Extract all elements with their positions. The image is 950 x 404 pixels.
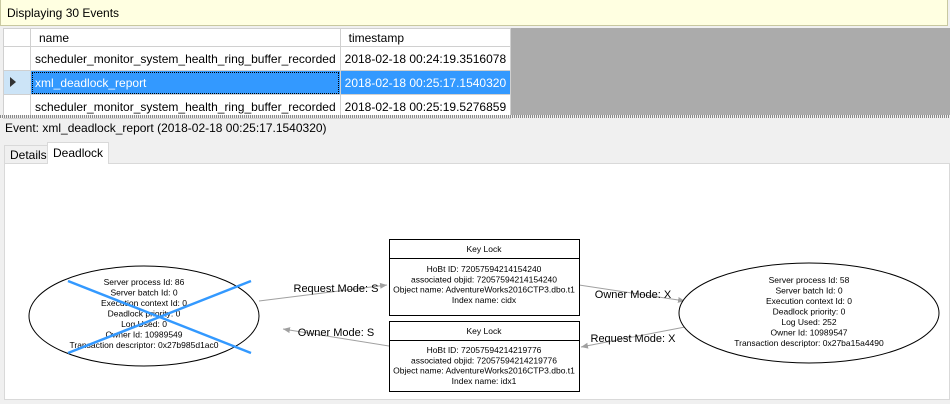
event-label: Event: xml_deadlock_report (2018-02-18 0… bbox=[5, 121, 327, 135]
timestamp-cell[interactable]: 2018-02-18 00:25:19.5276859 bbox=[339, 94, 512, 119]
node-detail-line: Server batch Id: 0 bbox=[775, 286, 842, 296]
tab-deadlock[interactable]: Deadlock bbox=[47, 142, 110, 164]
edge-label: Owner Mode: S bbox=[298, 327, 374, 339]
table-row[interactable]: scheduler_monitor_system_health_ring_buf… bbox=[3, 94, 512, 119]
table-row[interactable]: scheduler_monitor_system_health_ring_buf… bbox=[3, 46, 512, 71]
lock-title: Key Lock bbox=[467, 326, 503, 336]
row-header-corner bbox=[3, 28, 31, 47]
node-detail-line: associated objid: 72057594214219776 bbox=[411, 355, 557, 365]
node-detail-line: Deadlock priority: 0 bbox=[108, 309, 181, 319]
node-detail-line: Owner Id: 10989549 bbox=[105, 330, 182, 340]
node-detail-line: Server process Id: 58 bbox=[769, 275, 850, 285]
row-header[interactable] bbox=[3, 70, 31, 95]
edge-right-request bbox=[580, 326, 686, 349]
row-header[interactable] bbox=[3, 94, 31, 119]
node-detail-line: Server process Id: 86 bbox=[104, 277, 185, 287]
table-row-selected[interactable]: xml_deadlock_report 2018-02-18 00:25:17.… bbox=[3, 70, 512, 95]
node-detail-line: Owner Id: 10989547 bbox=[770, 328, 847, 338]
edge-top-owner bbox=[578, 284, 686, 303]
node-detail-line: Execution context Id: 0 bbox=[101, 298, 187, 308]
node-detail-line: Transaction descriptor: 0x27b985d1ac0 bbox=[70, 340, 219, 350]
event-name-cell[interactable]: scheduler_monitor_system_health_ring_buf… bbox=[30, 46, 341, 71]
node-detail-line: associated objid: 72057594214154240 bbox=[411, 274, 557, 284]
event-count-status: Displaying 30 Events bbox=[0, 0, 948, 26]
victim-x-icon bbox=[67, 279, 252, 355]
node-detail-line: Log Used: 252 bbox=[781, 317, 837, 327]
node-detail-line: Deadlock priority: 0 bbox=[773, 307, 846, 317]
key-lock-node[interactable]: Key Lock HoBt ID: 72057594214219776assoc… bbox=[389, 321, 580, 392]
edge-label: Request Mode: X bbox=[591, 333, 677, 345]
edge-left-request bbox=[258, 282, 388, 302]
tab-details[interactable]: Details bbox=[4, 145, 48, 164]
node-detail-line: HoBt ID: 72057594214154240 bbox=[427, 264, 542, 274]
node-detail-line: Execution context Id: 0 bbox=[766, 296, 852, 306]
edge-label: Owner Mode: X bbox=[595, 289, 672, 301]
splitter[interactable] bbox=[0, 115, 950, 118]
grid-header-row: name timestamp bbox=[3, 28, 512, 47]
row-header[interactable] bbox=[3, 46, 31, 71]
node-detail-line: HoBt ID: 72057594214219776 bbox=[427, 345, 542, 355]
edge-bottom-owner bbox=[282, 327, 390, 347]
node-detail-line: Index name: idx1 bbox=[452, 376, 517, 386]
deadlock-graph: Request Mode: S Owner Mode: X Request Mo… bbox=[28, 239, 940, 392]
timestamp-cell[interactable]: 2018-02-18 00:24:19.3516078 bbox=[339, 46, 512, 71]
event-name-cell[interactable]: scheduler_monitor_system_health_ring_buf… bbox=[30, 94, 341, 119]
current-row-arrow-icon bbox=[10, 76, 16, 87]
node-detail-line: Index name: cidx bbox=[452, 295, 517, 305]
node-detail-line: Object name: AdventureWorks2016CTP3.dbo.… bbox=[393, 285, 575, 295]
node-detail-line: Object name: AdventureWorks2016CTP3.dbo.… bbox=[393, 366, 575, 376]
node-detail-line: Transaction descriptor: 0x27ba15a4490 bbox=[734, 338, 884, 348]
edge-label: Request Mode: S bbox=[294, 283, 379, 295]
events-grid[interactable]: name timestamp scheduler_monitor_system_… bbox=[3, 28, 950, 119]
column-header-timestamp[interactable]: timestamp bbox=[339, 28, 512, 47]
deadlock-graph-panel: Request Mode: S Owner Mode: X Request Mo… bbox=[4, 163, 950, 400]
column-header-name[interactable]: name bbox=[30, 28, 341, 47]
timestamp-cell[interactable]: 2018-02-18 00:25:17.1540320 bbox=[339, 70, 512, 95]
key-lock-node[interactable]: Key Lock HoBt ID: 72057594214154240assoc… bbox=[389, 239, 580, 316]
event-name-cell[interactable]: xml_deadlock_report bbox=[30, 70, 341, 95]
node-detail-line: Server batch Id: 0 bbox=[110, 288, 177, 298]
lock-title: Key Lock bbox=[467, 244, 503, 254]
